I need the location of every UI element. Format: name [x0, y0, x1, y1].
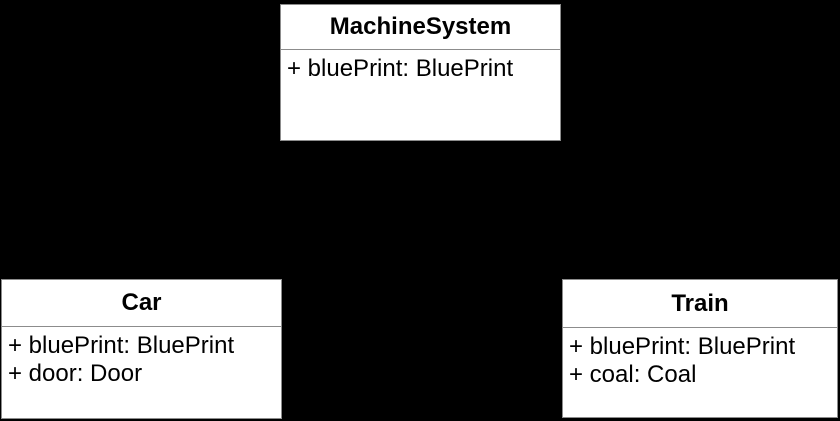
class-box-train[interactable]: Train + bluePrint: BluePrint + coal: Coa… — [562, 279, 838, 418]
class-title-car: Car — [2, 280, 281, 327]
class-attribute: + coal: Coal — [569, 361, 697, 388]
class-attributes-train: + bluePrint: BluePrint + coal: Coal — [563, 328, 837, 394]
class-attribute: + bluePrint: BluePrint — [569, 333, 796, 360]
class-title-machinesystem: MachineSystem — [281, 5, 560, 50]
class-title-train: Train — [563, 280, 837, 328]
class-attribute: + bluePrint: BluePrint — [287, 55, 514, 82]
class-attributes-car: + bluePrint: BluePrint + door: Door — [2, 327, 281, 393]
class-attribute: + bluePrint: BluePrint — [8, 332, 235, 359]
class-attribute: + door: Door — [8, 360, 143, 387]
class-box-car[interactable]: Car + bluePrint: BluePrint + door: Door — [1, 279, 282, 419]
class-box-machinesystem[interactable]: MachineSystem + bluePrint: BluePrint — [280, 4, 561, 141]
class-attributes-machinesystem: + bluePrint: BluePrint — [281, 50, 560, 88]
